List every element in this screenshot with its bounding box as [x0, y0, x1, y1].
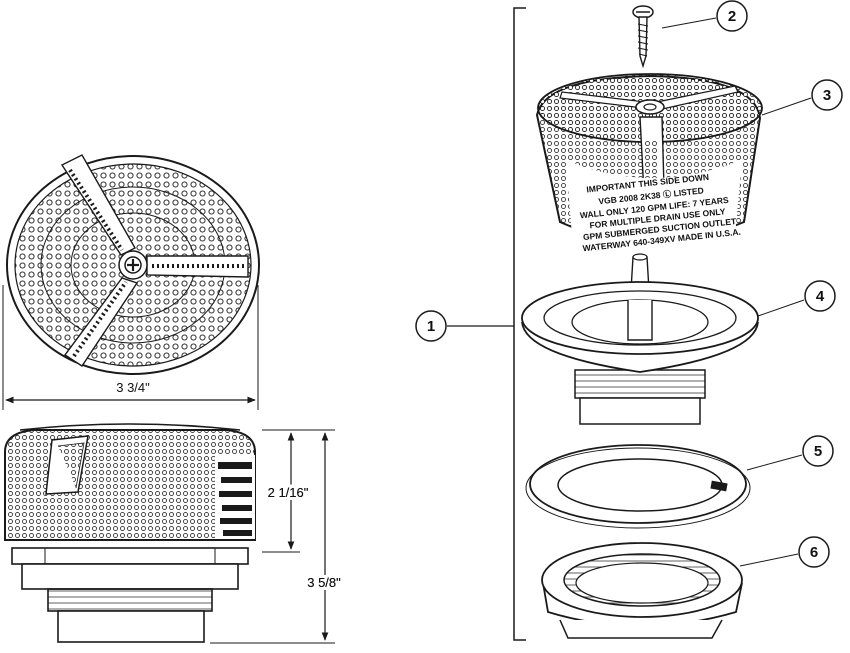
callout-4: 4 [757, 280, 836, 317]
callout-1: 1 [415, 310, 447, 342]
part-cover [535, 73, 763, 249]
callout-2-number: 2 [728, 8, 736, 25]
overall-height-label: 3 5/8" [307, 575, 341, 590]
callout-5: 5 [746, 435, 834, 471]
cover-height-label: 2 1/16" [268, 485, 309, 500]
side-view-assembly [4, 423, 256, 643]
top-view-grate [6, 154, 260, 375]
callout-2: 2 [661, 0, 748, 32]
grate-rib [60, 154, 136, 256]
width-dimension: 3 3/4" [2, 285, 259, 410]
overall-height-label-fg: 3 5/8" [307, 575, 341, 590]
callout-1-number: 1 [427, 318, 435, 335]
part-gasket [525, 444, 751, 529]
callout-3: 3 [761, 79, 843, 116]
grate-rib [63, 277, 139, 367]
part-nut [541, 542, 743, 639]
part-screw [632, 5, 654, 69]
callout-6-number: 6 [810, 544, 818, 561]
cover-height-dimension: 2 1/16" 2 1/16" [262, 429, 312, 553]
cover-height-label-fg: 2 1/16" [268, 485, 309, 500]
callout-5-number: 5 [814, 443, 822, 460]
callout-3-number: 3 [823, 87, 831, 104]
callout-4-number: 4 [816, 288, 825, 305]
assembly-bracket [447, 7, 526, 641]
overall-height-dimension: 3 5/8" 3 5/8" [210, 429, 344, 644]
callout-6: 6 [739, 536, 830, 568]
grate-rib [146, 255, 249, 278]
side-label-text [218, 462, 252, 536]
part-body [521, 253, 759, 425]
screw-head-icon [118, 250, 148, 280]
width-dimension-label: 3 3/4" [116, 380, 150, 395]
